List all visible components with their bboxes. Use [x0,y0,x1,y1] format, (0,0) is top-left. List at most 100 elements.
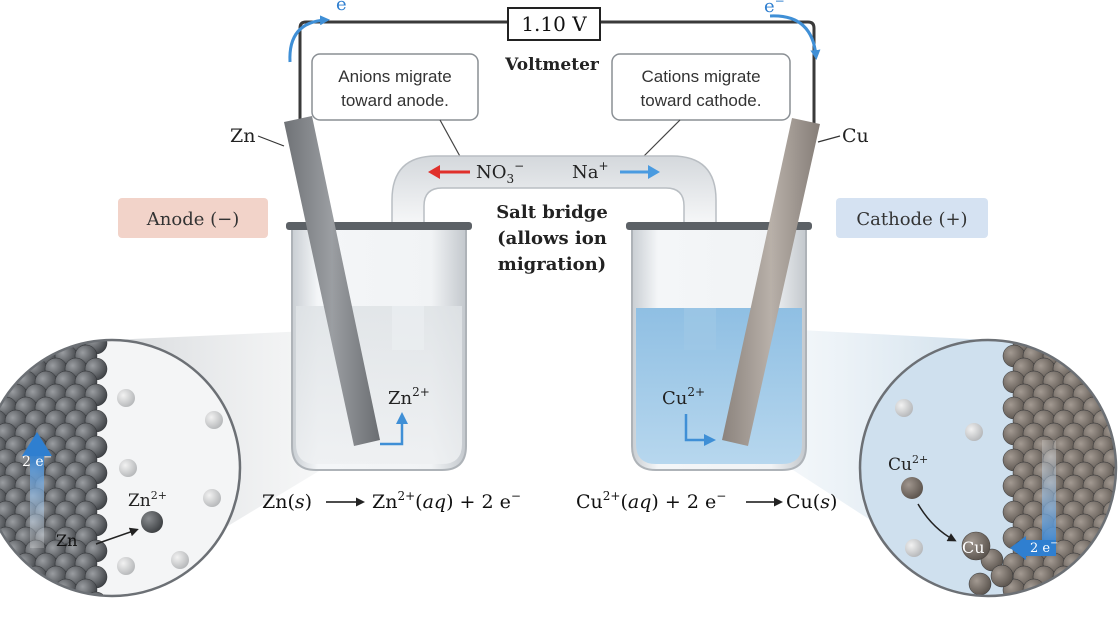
copper-atom [1112,409,1116,433]
copper-atom [1112,513,1116,537]
zinc-atom [4,340,28,355]
cation-callout-pointer [639,119,681,161]
solution-ion-particle [171,551,189,569]
electron-flow-arrow-left [288,15,330,63]
solution-ion-particle [965,423,983,441]
zinc-atom [4,591,28,596]
anode-badge [118,198,268,238]
copper-atom [1112,357,1116,381]
copper-atom [1112,539,1116,563]
cathode-half-reaction-left: Cu2+(aq) + 2 e− [576,489,726,513]
copper-sulfate-solution [636,308,802,464]
copper-atom [1072,340,1096,355]
copper-atom [1092,565,1116,589]
zinc-atom [4,565,28,589]
zn-label-leader [257,135,285,147]
zinc-atom [44,591,68,596]
zinc-atom [54,340,78,342]
salt-bridge-label-line3: migration) [498,254,606,275]
cu-ion-label: Cu2+ [662,385,705,409]
zinc-atom [64,591,88,596]
cathode-badge-label: Cathode (+) [856,209,967,230]
zinc-atom [0,344,18,368]
zoom-right-ion-label: Cu2+ [888,453,928,475]
sodium-ion-label: Na+ [572,159,609,183]
copper-electrode [722,118,820,446]
copper-atom [1102,578,1116,596]
zinc-electrode [284,116,380,446]
cu-label-leader [817,135,841,143]
zn-electrode-label: Zn [230,125,255,147]
copper-atom [1072,565,1096,589]
voltmeter-display [507,7,601,41]
copper-atom [1112,383,1116,407]
solution-ion-particle [117,557,135,575]
copper-atom [1112,565,1116,589]
electron-flow-arrow-right [769,14,821,60]
cu-ion-particle [901,477,923,499]
copper-atom [1082,552,1106,576]
copper-atom [1112,591,1116,596]
copper-atom [1112,435,1116,459]
electron-flow-bar-left [30,452,44,548]
copper-atom [1112,461,1116,485]
copper-atom [968,572,992,596]
zn-ion-release-arrow [380,420,404,446]
cation-flow-arrowhead [648,165,660,179]
copper-atom [1072,591,1096,596]
copper-atom [1092,357,1116,381]
voltmeter-label: Voltmeter [504,55,600,75]
copper-atom [1062,578,1086,596]
copper-atom [990,564,1014,588]
solution-ion-particle [203,489,221,507]
zoom-left-atom-label: Zn [56,531,77,550]
copper-atom [1002,340,1026,342]
copper-atom [1102,552,1116,576]
zoom-right-atom-label: Cu [962,538,985,557]
solution-ion-particle [905,539,923,557]
copper-atom [1092,340,1116,355]
zinc-atom [0,357,8,381]
copper-atom [1092,539,1116,563]
copper-atom [1032,591,1056,596]
cation-callout-line1: Cations migrate [641,67,760,86]
cation-callout-line2: toward cathode. [641,91,762,110]
cu-ion-deposition-arrow [917,503,957,542]
solution-ion-particle [205,411,223,429]
anion-flow-arrowhead [428,165,440,179]
voltmeter-reading: 1.10 V [521,12,587,36]
anion-callout-box [311,53,479,121]
anode-half-reaction-right: Zn2+(aq) + 2 e− [372,489,521,513]
solution-ion-particle [119,459,137,477]
anion-callout-line1: Anions migrate [338,67,451,86]
zinc-atom [0,552,18,576]
anion-callout-line2: toward anode. [341,91,449,110]
copper-atom [1102,526,1116,550]
zinc-atom [14,340,38,342]
copper-atom [1042,340,1066,342]
zoom-left-electron-label: 2 e− [22,452,52,470]
zn-ion-departure-arrow [95,527,139,545]
cu-electrode-label: Cu [842,125,869,147]
salt-bridge-label-line2: (allows ion [497,228,607,249]
zinc-atom [14,578,38,596]
copper-atom [1062,344,1086,368]
copper-atom [1092,591,1116,596]
copper-atom [1102,344,1116,368]
copper-atom [1052,591,1076,596]
zinc-sulfate-solution [296,306,462,464]
cathode-half-reaction-right: Cu(s) [786,491,837,513]
zinc-atom [74,578,98,596]
anode-half-reaction-left: Zn(s) [262,491,312,513]
copper-atom [1082,578,1106,596]
electron-label-right: e− [764,0,785,17]
zn-ion-particle [141,511,163,533]
zinc-atom [74,340,98,342]
copper-atom [1012,591,1036,596]
zinc-atom [0,340,18,342]
copper-atom [1082,344,1106,368]
zinc-atom [0,340,8,355]
zinc-atom [0,578,18,596]
